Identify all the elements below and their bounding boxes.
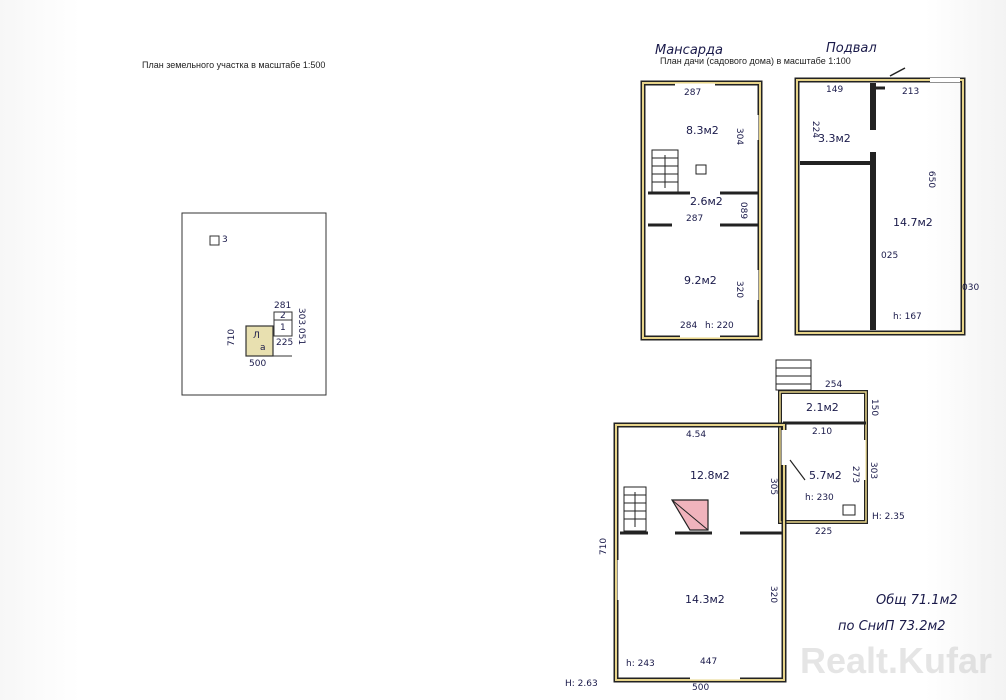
site-boundary <box>181 212 327 396</box>
attic-heading: Мансарда <box>655 43 724 58</box>
site-annex-number-2: 2 <box>280 311 286 321</box>
site-annex-2 <box>273 311 293 321</box>
site-dim-width: 500 <box>249 359 267 369</box>
ground-dim-top: 4.54 <box>686 430 707 440</box>
total-area: Общ 71.1м2 <box>876 593 958 608</box>
outbuilding <box>209 235 220 246</box>
ground-dim-vestibule: 2.10 <box>812 427 833 437</box>
main-house-walls <box>613 422 787 683</box>
site-dim-annex-top: 281 <box>274 301 292 311</box>
attic-dim-top: 287 <box>684 88 702 98</box>
site-plan-title: План земельного участка в масштабе 1:500 <box>142 60 326 70</box>
ground-dim-vestibule-bottom: 225 <box>815 527 833 537</box>
site-house-label-top: Л <box>253 331 260 341</box>
ground-height-main: h: 243 <box>626 659 655 669</box>
house-plan-title: План дачи (садового дома) в масштабе 1:1… <box>660 56 851 66</box>
attic-room-3-area: 9.2м2 <box>684 274 717 287</box>
basement-room-1-area: 3.3м2 <box>818 132 851 145</box>
basement-dim-right-edge: 030 <box>962 283 980 293</box>
ground-stairs <box>623 486 647 532</box>
basement-dim-top-left: 149 <box>826 85 844 95</box>
ground-dim-porch-right: 150 <box>869 398 880 417</box>
ground-dim-bottom: 500 <box>692 683 710 693</box>
site-house <box>245 325 274 357</box>
ground-dim-right-upper: 303 <box>868 461 879 480</box>
attic-height: h: 220 <box>705 321 734 331</box>
attic-room-2-area: 2.6м2 <box>690 195 723 208</box>
attic-dim-right-lower: 320 <box>734 280 745 299</box>
basement-dim-right: 650 <box>926 170 937 189</box>
basement-dim-top-right: 213 <box>902 87 920 97</box>
porch-steps <box>775 359 812 391</box>
ground-room-4-area: 14.3м2 <box>685 593 725 606</box>
ground-dim-right-inner: 273 <box>850 465 861 484</box>
ground-room-2-area: 12.8м2 <box>690 469 730 482</box>
ground-dim-bottom-inner: 447 <box>700 657 718 667</box>
site-dim-annex-right: 303.051 <box>296 307 307 346</box>
ground-room-vestibule-area: 2.1м2 <box>806 401 839 414</box>
ground-height-annex: H: 2.35 <box>872 512 905 522</box>
attic-dim-right-upper: 304 <box>734 127 745 146</box>
ground-dim-inner-right: 320 <box>768 585 779 604</box>
basement-heading: Подвал <box>826 41 877 56</box>
basement-room-2-area: 14.7м2 <box>893 216 933 229</box>
basement-dim-inner: 025 <box>881 251 899 261</box>
ground-dim-left: 710 <box>599 537 610 556</box>
ground-dim-porch-top: 254 <box>825 380 843 390</box>
site-dim-annex-mid: 225 <box>276 338 294 348</box>
attic-dim-right-mid: 089 <box>738 201 749 220</box>
snip-area: по СниП 73.2м2 <box>838 619 946 634</box>
basement-walls <box>794 77 966 336</box>
site-dim-house-left: 710 <box>227 328 238 347</box>
watermark: Realt.Kufar <box>800 640 993 681</box>
site-house-label-bottom: а <box>260 343 266 353</box>
ground-dim-inner-wall: 305 <box>768 477 779 496</box>
basement-height: h: 167 <box>893 312 922 322</box>
attic-stairs <box>651 149 679 193</box>
attic-dim-bottom: 284 <box>680 321 698 331</box>
ground-room-3-area: 5.7м2 <box>809 469 842 482</box>
ground-height-vestibule: h: 230 <box>805 493 834 503</box>
ground-height-outer: H: 2.63 <box>565 679 598 689</box>
attic-room-1-area: 8.3м2 <box>686 124 719 137</box>
site-annex-number-1: 1 <box>280 323 286 333</box>
attic-dim-mid: 287 <box>686 214 704 224</box>
outbuilding-number: 3 <box>222 235 228 245</box>
